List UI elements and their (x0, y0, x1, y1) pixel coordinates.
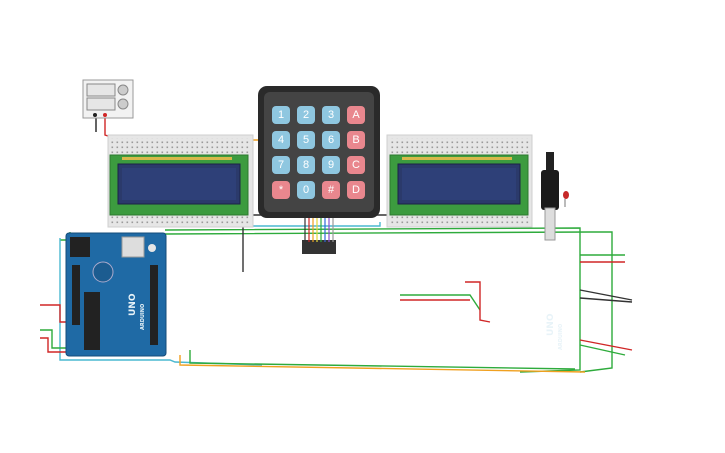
key-d[interactable]: D (347, 181, 365, 199)
arduino-left-label: UNO (128, 293, 138, 317)
key-3[interactable]: 3 (322, 106, 340, 124)
key-5[interactable]: 5 (297, 131, 315, 149)
key-0[interactable]: 0 (297, 181, 315, 199)
arduino-right-brand: ARDUINO (558, 323, 564, 350)
key-1[interactable]: 1 (272, 106, 290, 124)
key-8[interactable]: 8 (297, 156, 315, 174)
key-a[interactable]: A (347, 106, 365, 124)
power-supply[interactable] (82, 79, 134, 119)
key-2[interactable]: 2 (297, 106, 315, 124)
lcd-top-right[interactable] (389, 154, 529, 216)
red-led[interactable] (563, 191, 569, 207)
arduino-left[interactable] (65, 232, 167, 357)
key-b[interactable]: B (347, 131, 365, 149)
lcd-top-left[interactable] (109, 154, 249, 216)
key-hash[interactable]: # (322, 181, 340, 199)
arduino-right-label: UNO (546, 313, 556, 337)
arduino-left-brand: ARDUINO (140, 303, 146, 330)
key-star[interactable]: * (272, 181, 290, 199)
usb-cable[interactable] (541, 152, 559, 241)
key-c[interactable]: C (347, 156, 365, 174)
key-6[interactable]: 6 (322, 131, 340, 149)
key-9[interactable]: 9 (322, 156, 340, 174)
key-4[interactable]: 4 (272, 131, 290, 149)
key-7[interactable]: 7 (272, 156, 290, 174)
